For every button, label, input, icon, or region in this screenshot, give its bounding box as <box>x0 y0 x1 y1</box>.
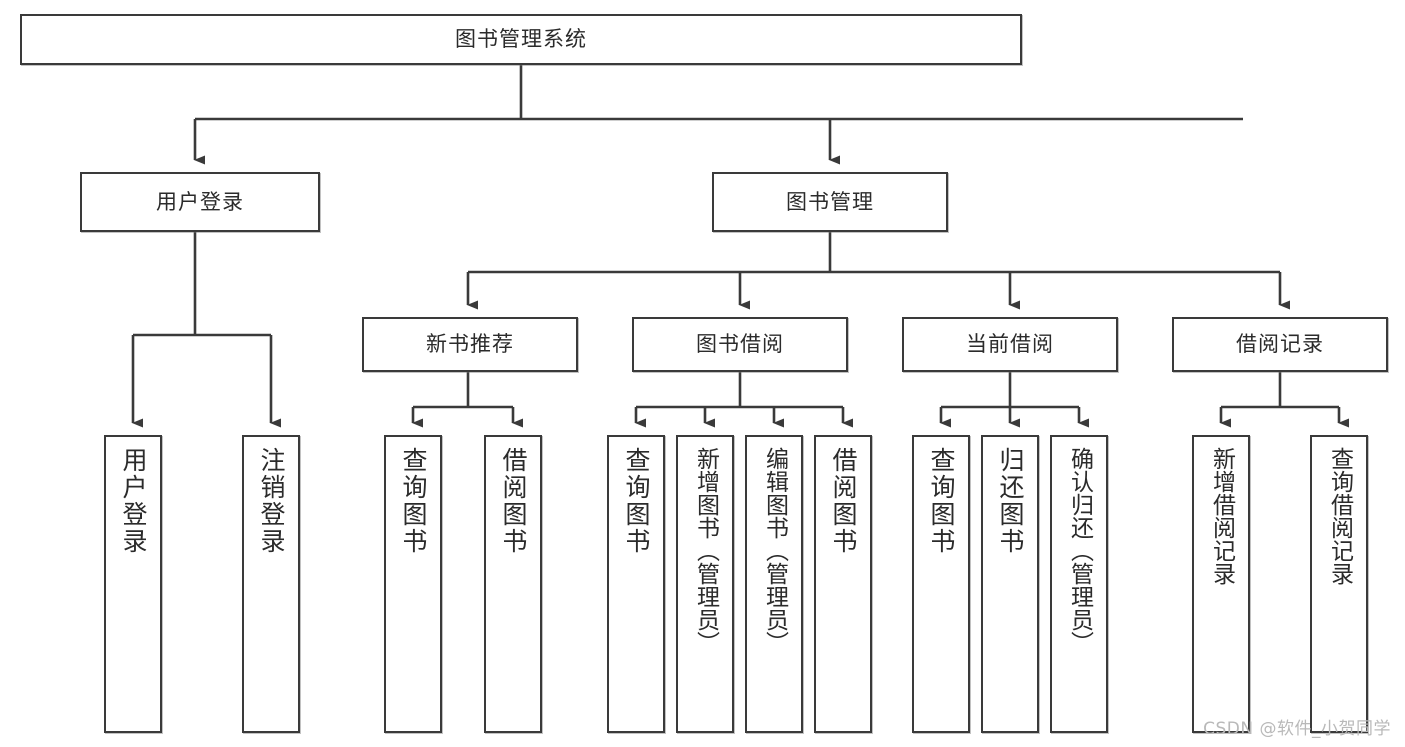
node-label: 图书管理 <box>786 189 874 214</box>
node-label: 当前借阅 <box>966 332 1054 356</box>
node-label: 新书推荐 <box>426 332 514 356</box>
leaf-borrow-query-book[interactable]: 查询图书 <box>607 435 665 733</box>
node-label: 新增图书（管理员） <box>692 447 719 654</box>
node-root-book-management-system[interactable]: 图书管理系统 <box>20 14 1022 65</box>
leaf-user-login-login[interactable]: 用户登录 <box>104 435 162 733</box>
csdn-watermark: CSDN @软件_小贺同学 <box>1203 719 1391 739</box>
node-label: 确认归还（管理员） <box>1066 447 1093 654</box>
node-label: 查询图书 <box>622 447 651 555</box>
leaf-record-query-borrow-record[interactable]: 查询借阅记录 <box>1310 435 1368 733</box>
node-new-book-recommend[interactable]: 新书推荐 <box>362 317 578 372</box>
node-label: 查询图书 <box>927 447 956 555</box>
leaf-user-login-logout[interactable]: 注销登录 <box>242 435 300 733</box>
node-label: 用户登录 <box>156 189 244 214</box>
leaf-current-query-book[interactable]: 查询图书 <box>912 435 970 733</box>
leaf-borrow-add-book-admin[interactable]: 新增图书（管理员） <box>676 435 734 733</box>
node-borrow-record[interactable]: 借阅记录 <box>1172 317 1388 372</box>
node-label: 借阅图书 <box>499 447 528 555</box>
node-user-login[interactable]: 用户登录 <box>80 172 320 232</box>
leaf-record-add-borrow-record[interactable]: 新增借阅记录 <box>1192 435 1250 733</box>
node-label: 借阅图书 <box>829 447 858 555</box>
node-label: 归还图书 <box>996 447 1025 555</box>
node-current-borrow[interactable]: 当前借阅 <box>902 317 1118 372</box>
leaf-current-confirm-return-admin[interactable]: 确认归还（管理员） <box>1050 435 1108 733</box>
node-label: 查询图书 <box>399 447 428 555</box>
node-book-management[interactable]: 图书管理 <box>712 172 948 232</box>
leaf-current-return-book[interactable]: 归还图书 <box>981 435 1039 733</box>
node-label: 编辑图书（管理员） <box>761 447 788 654</box>
node-label: 注销登录 <box>257 447 286 555</box>
node-label: 用户登录 <box>119 447 148 555</box>
node-label: 图书借阅 <box>696 332 784 356</box>
leaf-recommend-borrow-book[interactable]: 借阅图书 <box>484 435 542 733</box>
leaf-recommend-query-book[interactable]: 查询图书 <box>384 435 442 733</box>
leaf-borrow-borrow-book[interactable]: 借阅图书 <box>814 435 872 733</box>
node-book-borrow[interactable]: 图书借阅 <box>632 317 848 372</box>
leaf-borrow-edit-book-admin[interactable]: 编辑图书（管理员） <box>745 435 803 733</box>
node-label: 查询借阅记录 <box>1326 447 1353 585</box>
node-label: 新增借阅记录 <box>1208 447 1235 585</box>
node-label: 借阅记录 <box>1236 332 1324 356</box>
node-label: 图书管理系统 <box>455 27 587 51</box>
